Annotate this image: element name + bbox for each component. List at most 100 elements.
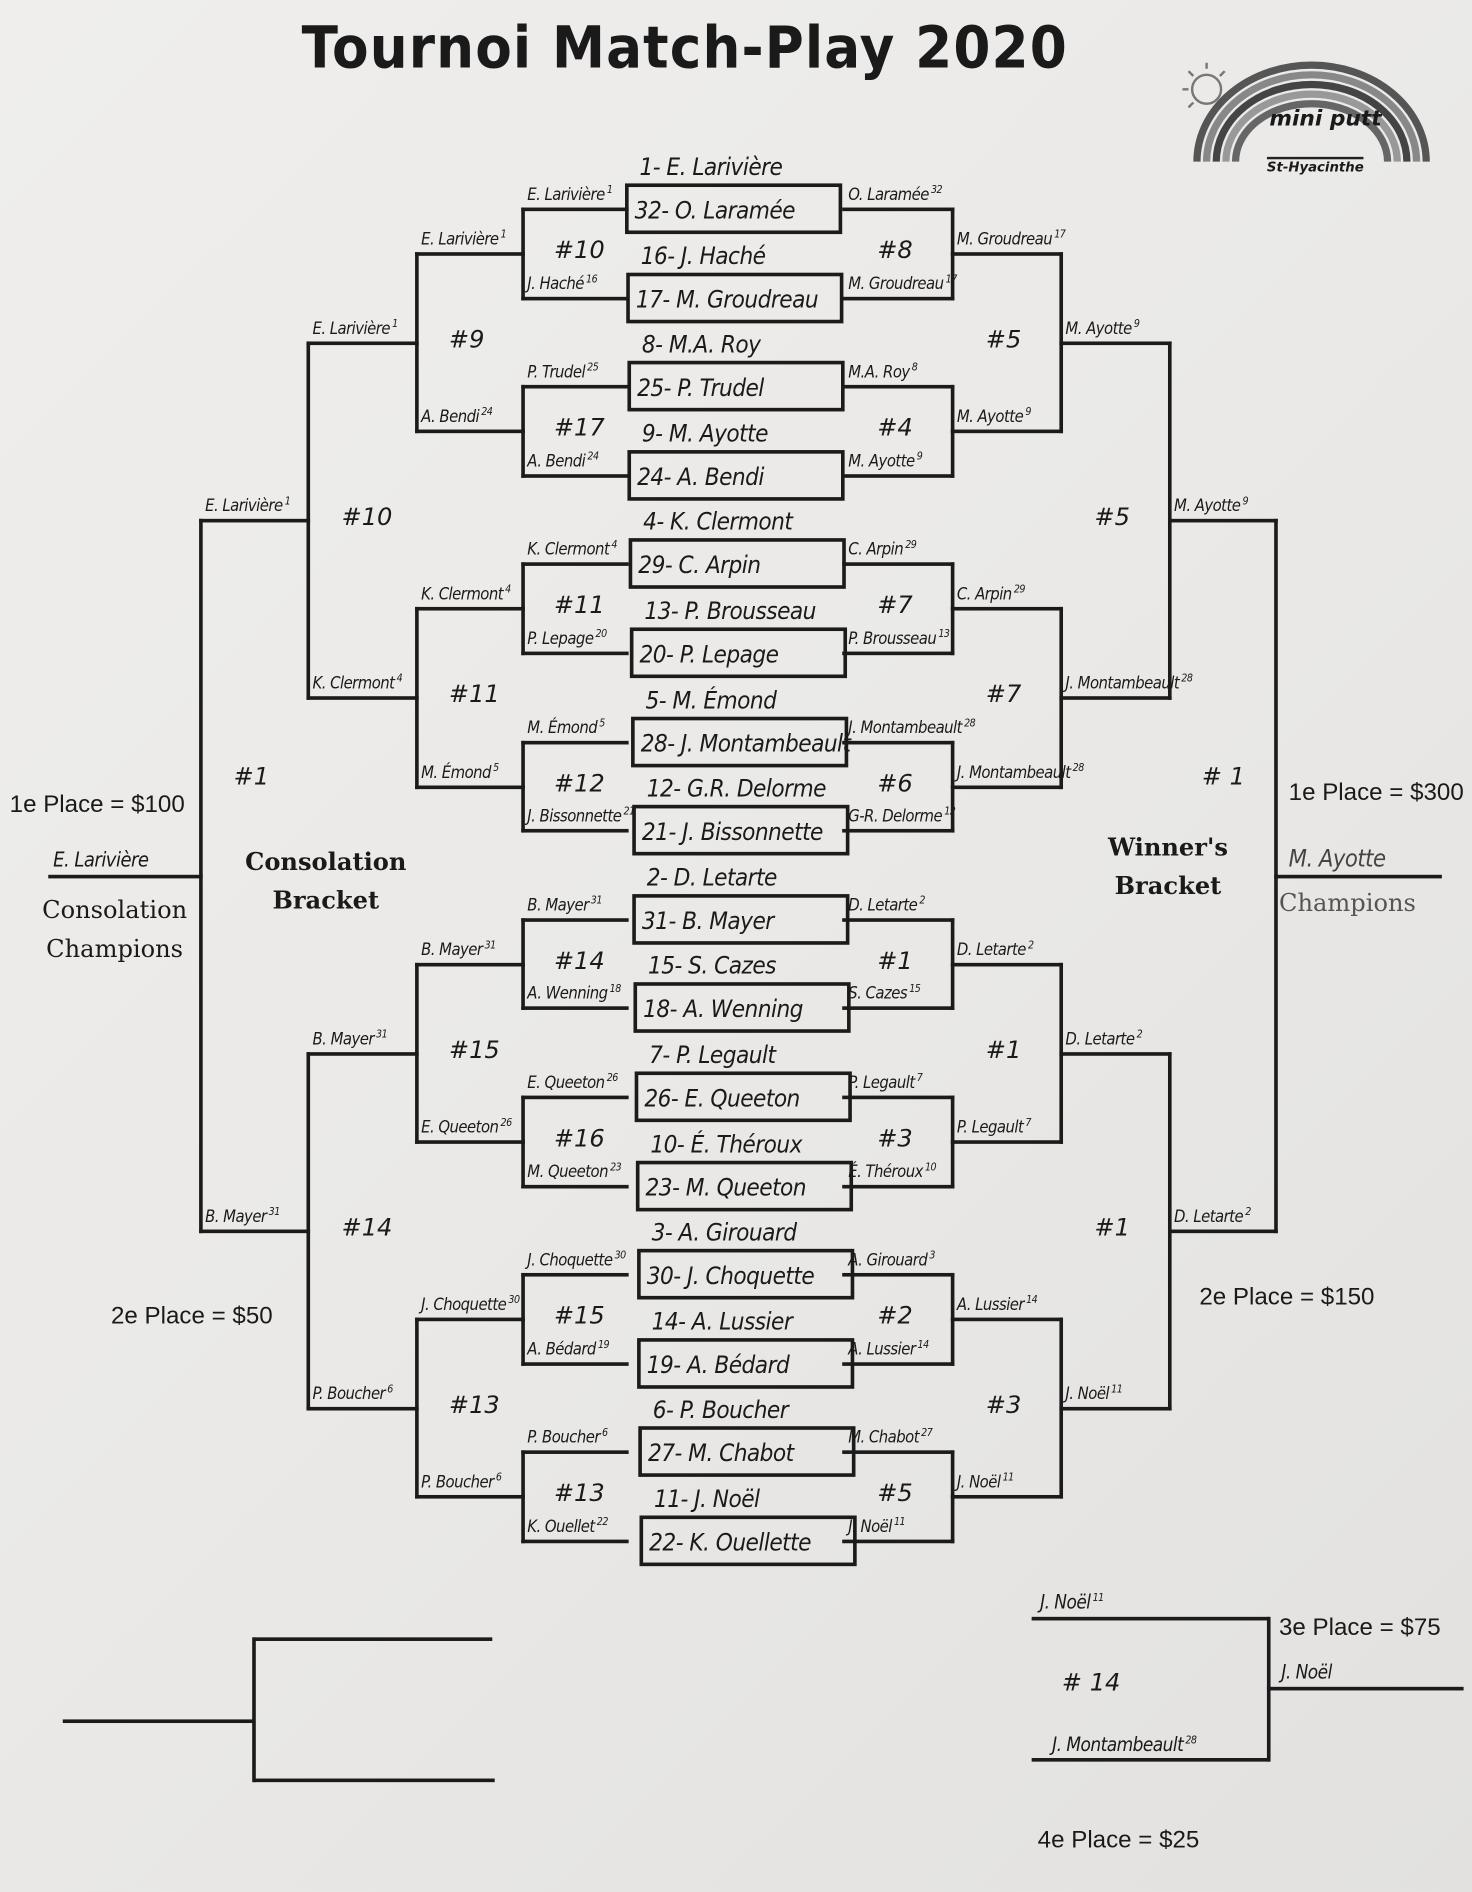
match-bottom-player: 28- J. Montambeault (640, 728, 851, 758)
consolation-match-label: #10 (553, 235, 605, 265)
consolation-bracket-title: Consolation Bracket (245, 847, 407, 915)
player-name: E. Larivière (312, 319, 391, 339)
player-seed: 27 (921, 1427, 933, 1440)
player-seed: 31 (376, 1029, 388, 1042)
consolation-line (199, 518, 311, 523)
match-top-player: 7- P. Legault (649, 1040, 776, 1070)
winners-line (1059, 341, 1172, 346)
winners-line (842, 1006, 955, 1010)
consolation-line (306, 341, 419, 346)
consolation-line (521, 918, 629, 922)
consolation-line (199, 1229, 311, 1234)
match-bottom-player: 17- M. Groudreau (635, 284, 819, 314)
player-seed: 3 (929, 1250, 935, 1263)
consolation-match-label: #14 (341, 1212, 393, 1242)
player-name: B. Mayer (205, 1207, 267, 1227)
consolation-line (415, 606, 525, 611)
match-top-player: 1- E. Larivière (639, 152, 783, 181)
consolation-match-label: #10 (341, 501, 393, 531)
player-name: S. Cazes (848, 984, 908, 1004)
player-seed: 25 (587, 361, 599, 375)
winners-line (842, 1272, 955, 1277)
consolation-line (521, 740, 629, 745)
match-bottom-player: 23- M. Queeton (645, 1172, 807, 1202)
match-top-player: 9- M. Ayotte (641, 418, 769, 448)
match-top-player: 13- P. Brousseau (644, 596, 816, 626)
consolation-line (521, 1450, 629, 1454)
consolation-match-label: #11 (448, 679, 500, 709)
player-name: M. Ayotte (1065, 319, 1132, 339)
player-seed: 23 (610, 1161, 622, 1175)
player-seed: 7 (916, 1072, 923, 1085)
third-place-match-label: # 14 (1061, 1667, 1121, 1697)
match-bottom-player: 24- A. Bendi (637, 462, 764, 492)
player-seed: 1 (392, 318, 398, 331)
consolation-champion-line (48, 874, 203, 879)
page-title: Tournoi Match-Play 2020 (301, 14, 1068, 83)
player-seed: 1 (284, 495, 291, 508)
match-top-player: 12- G.R. Delorme (646, 773, 827, 803)
winners-line (842, 296, 955, 301)
winners-bracket-title: Winner's Bracket (1107, 832, 1228, 901)
match-top-player: 11- J. Noël (653, 1484, 760, 1514)
player-seed: 26 (606, 1072, 619, 1085)
player-name: B. Mayer (421, 940, 483, 961)
winners-match-label: #7 (877, 590, 913, 619)
winners-match-label: #4 (877, 412, 913, 442)
consolation-line (521, 1095, 629, 1100)
player-seed: 31 (484, 939, 497, 953)
player-seed: 14 (917, 1339, 930, 1352)
winners-line (842, 1450, 955, 1454)
winners-line (1059, 1052, 1172, 1056)
player-seed: 30 (614, 1250, 627, 1263)
third-place-bottom-line (1031, 1758, 1270, 1762)
player-name: M. Groudreau (848, 274, 944, 294)
match-bottom-player: 26- E. Queeton (644, 1083, 800, 1113)
consolation-line (521, 828, 629, 833)
player-name: J. Choquette (421, 1295, 507, 1315)
winners-first-prize: 1e Place = $300 (1288, 779, 1464, 807)
player-name: B. Mayer (312, 1030, 375, 1050)
player-name: A. Girouard (848, 1250, 928, 1271)
player-name: A. Wenning (527, 984, 608, 1004)
player-name: A. Lussier (848, 1340, 916, 1360)
winners-match-label: #5 (877, 1478, 913, 1508)
winners-line (842, 1362, 955, 1366)
player-name: P. Brousseau (848, 629, 937, 649)
winners-line (842, 651, 955, 656)
match-bottom-player: 19- A. Bédard (646, 1350, 790, 1380)
match-bottom-player: 27- M. Chabot (647, 1438, 794, 1468)
player-seed: 2 (1136, 1029, 1143, 1042)
player-seed: 1 (500, 229, 507, 242)
winners-line (842, 562, 955, 566)
player-seed: 4 (611, 539, 617, 552)
player-name: J. Noël (848, 1517, 892, 1537)
player-seed: 2 (919, 895, 925, 908)
player-name: J. Noël (956, 1472, 1001, 1493)
player-name: P. Legault (848, 1073, 915, 1093)
match-top-player: 6- P. Boucher (652, 1394, 789, 1424)
player-name: P. Boucher (421, 1472, 494, 1493)
consolation-line (415, 429, 525, 434)
player-name: E. Larivière (205, 496, 283, 517)
empty-bracket-connector (252, 1637, 256, 1783)
third-place-winner-line (1266, 1686, 1464, 1691)
consolation-line (415, 785, 525, 790)
winners-line (950, 252, 1064, 256)
player-name: A. Bendi (421, 407, 480, 427)
match-top-player: 15- S. Cazes (647, 950, 777, 980)
